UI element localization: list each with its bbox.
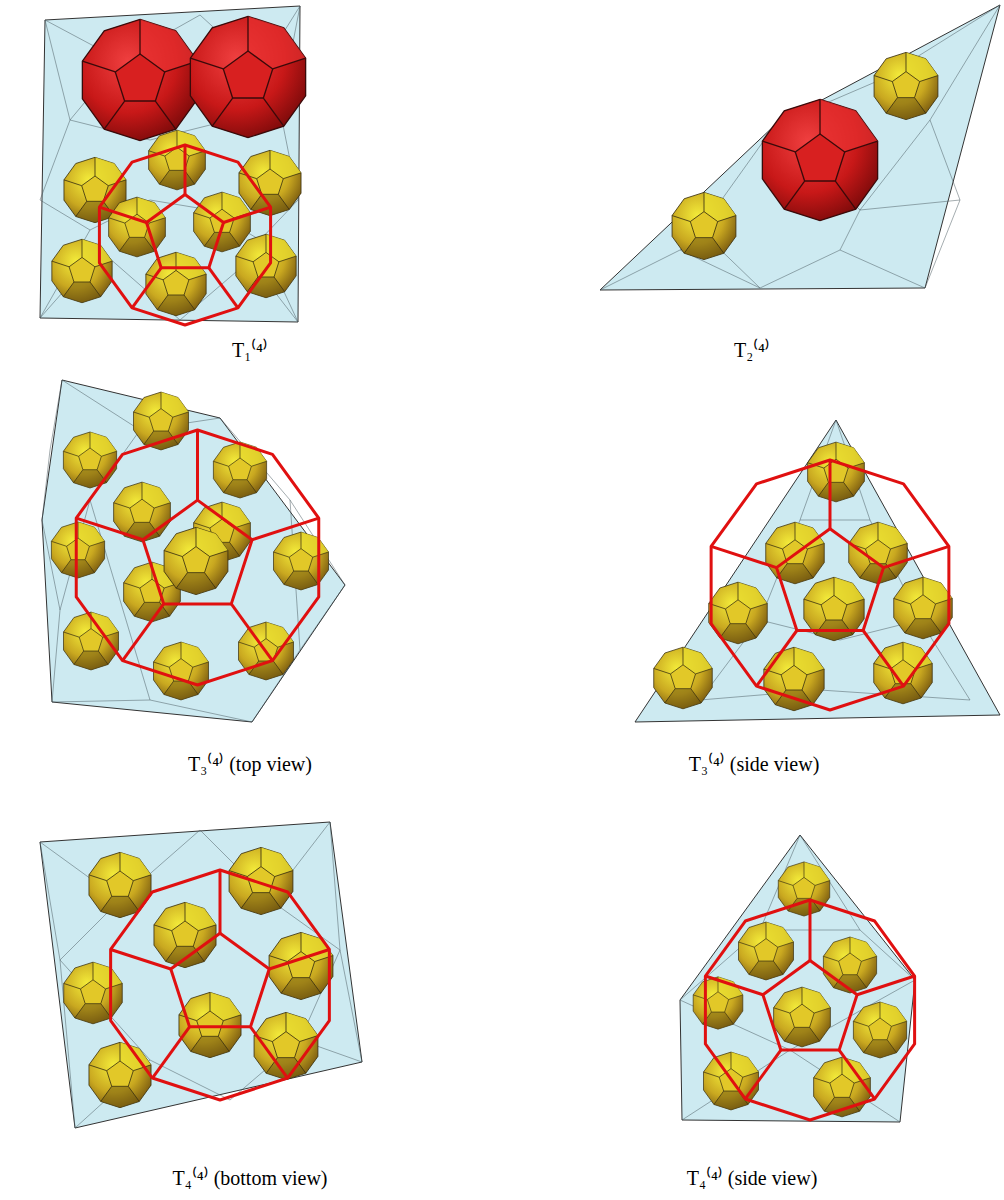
figure-label: T₄⁽⁴⁾ (bottom view)	[172, 1166, 327, 1190]
panel-t1	[40, 6, 306, 325]
panel-t3-side	[635, 420, 1000, 722]
figure-label: T₃⁽⁴⁾ (top view)	[188, 752, 312, 776]
figure-label: T₂⁽⁴⁾	[734, 338, 770, 362]
figure-label: T₄⁽⁴⁾ (side view)	[687, 1166, 818, 1190]
figure-label: T₃⁽⁴⁾ (side view)	[689, 752, 820, 776]
panel-t2	[600, 5, 1000, 290]
panel-t3-top	[42, 380, 345, 722]
figure-label: T₁⁽⁴⁾	[232, 338, 268, 362]
panel-t4-side	[680, 835, 915, 1122]
panel-t4-bottom	[40, 822, 362, 1128]
